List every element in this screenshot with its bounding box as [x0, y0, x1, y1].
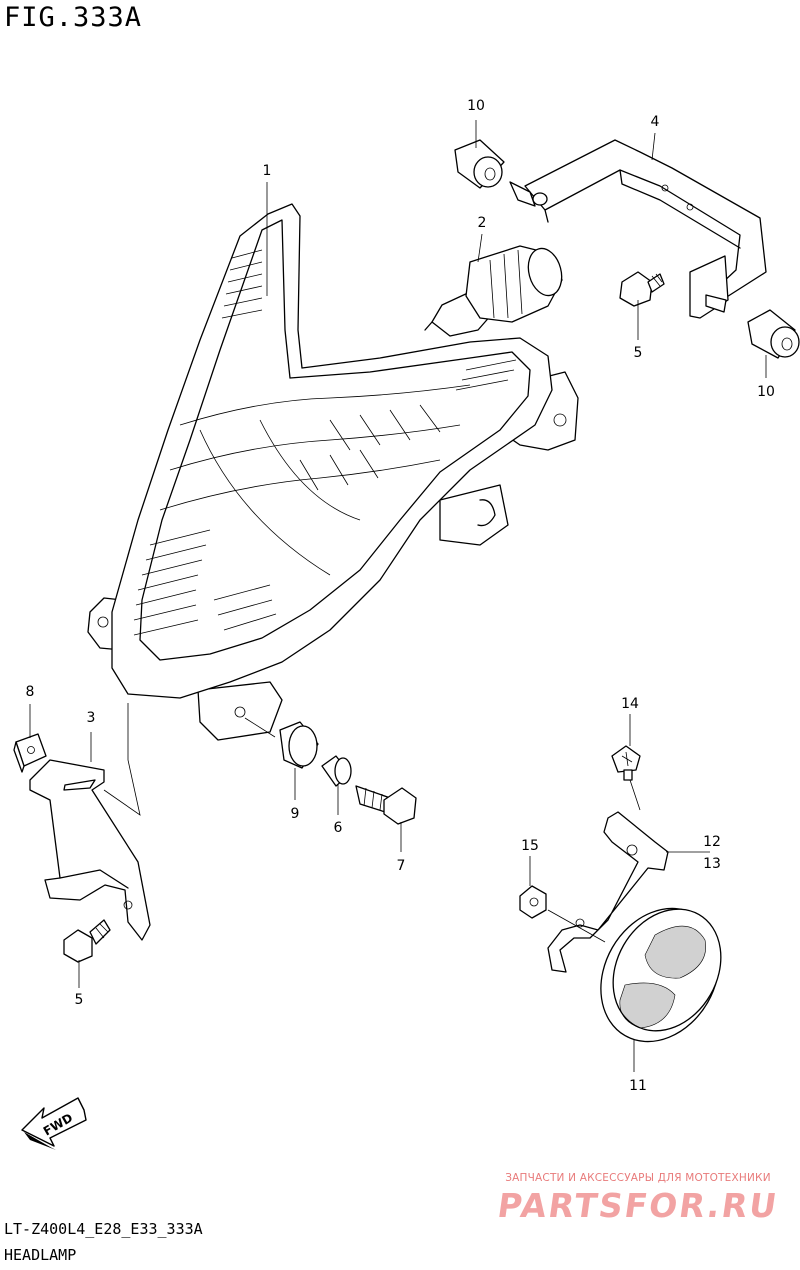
cushion[interactable]: [279, 721, 319, 769]
reflector[interactable]: [577, 887, 742, 1063]
reflector-nut[interactable]: [519, 885, 547, 919]
bolt-upper[interactable]: [619, 271, 665, 307]
lower-bracket[interactable]: [29, 759, 151, 941]
callout-2: 2: [478, 215, 487, 231]
model-code: LT-Z400L4_E28_E33_333A: [4, 1220, 203, 1238]
grommet-upper[interactable]: [454, 139, 505, 189]
callout-labels: 1 2 3 4 5 5 6 7 8 9 10 10 11 12 13 14 15: [26, 98, 775, 1094]
headlamp-bulb[interactable]: [424, 245, 567, 337]
callout-1: 1: [263, 163, 272, 179]
reflector-screw[interactable]: [611, 745, 641, 781]
callout-7: 7: [397, 858, 406, 874]
callout-9: 9: [291, 806, 300, 822]
callout-14: 14: [621, 696, 639, 712]
leader-lines: [29, 120, 767, 1072]
clip-nut[interactable]: [13, 733, 47, 773]
fwd-arrow: FWD: [21, 1097, 87, 1150]
callout-13: 13: [703, 856, 721, 872]
callout-5-upper: 5: [634, 345, 643, 361]
watermark-tagline: ЗАПЧАСТИ И АКСЕССУАРЫ ДЛЯ МОТОТЕХНИКИ: [505, 1172, 771, 1184]
collar[interactable]: [321, 755, 352, 787]
bolt-lower[interactable]: [63, 919, 111, 963]
mounting-bolt[interactable]: [355, 785, 417, 825]
watermark-logo: PARTSFOR.RU: [495, 1186, 781, 1225]
headlamp-housing[interactable]: [87, 203, 579, 741]
callout-5-lower: 5: [75, 992, 84, 1008]
grommet-lower[interactable]: [747, 309, 800, 359]
callout-4: 4: [651, 114, 660, 130]
reflector-bracket[interactable]: [547, 811, 669, 973]
section-name: HEADLAMP: [4, 1246, 77, 1264]
callout-12: 12: [703, 834, 721, 850]
callout-11: 11: [629, 1078, 647, 1094]
callout-10-lower: 10: [757, 384, 775, 400]
callout-8: 8: [26, 684, 35, 700]
callout-10-upper: 10: [467, 98, 485, 114]
figure-title: FIG.333A: [4, 2, 143, 33]
callout-15: 15: [521, 838, 539, 854]
callout-3: 3: [87, 710, 96, 726]
callout-6: 6: [334, 820, 343, 836]
headlamp-bracket[interactable]: [509, 139, 767, 319]
